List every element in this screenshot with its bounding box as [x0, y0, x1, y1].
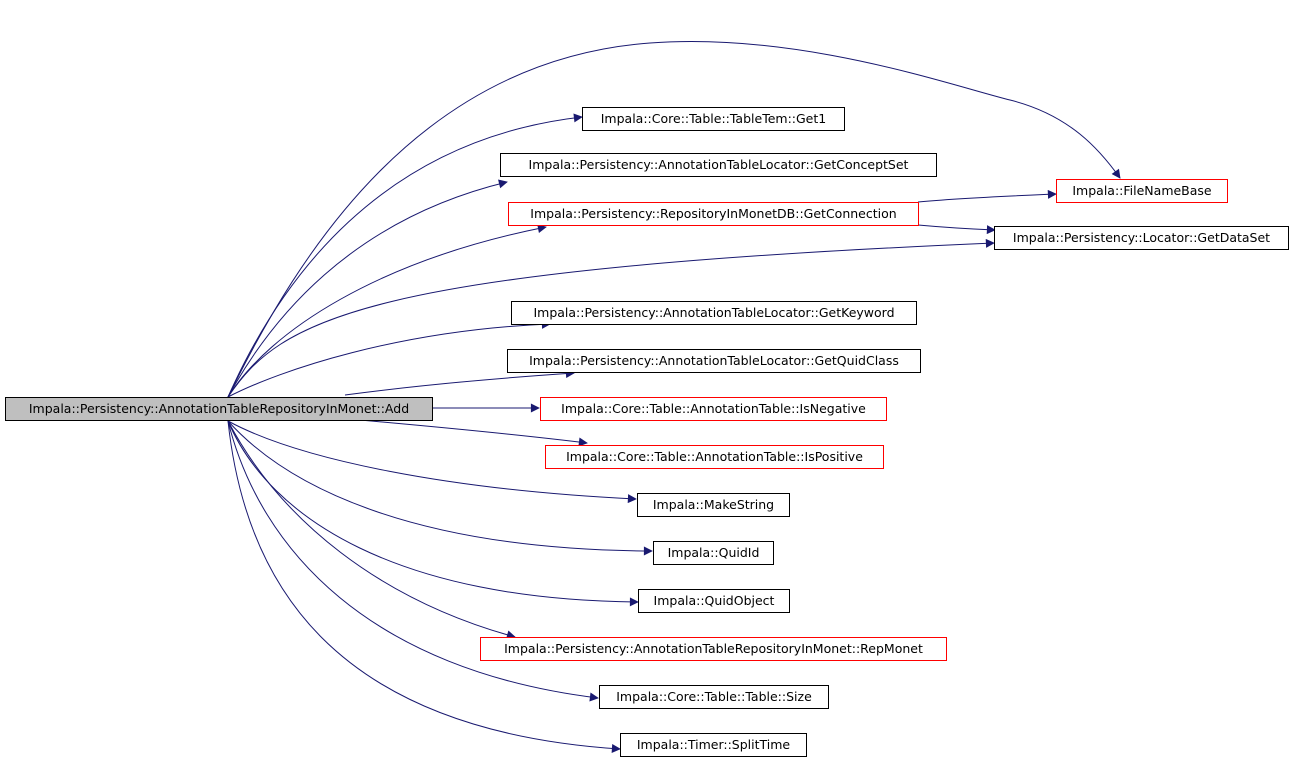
node-getdataset[interactable]: Impala::Persistency::Locator::GetDataSet [994, 226, 1289, 250]
edge-add-to-quidobject [227, 420, 639, 607]
edge-getconnection-to-getdataset [917, 224, 996, 235]
edge-getconnection-to-filenamebase [917, 189, 1057, 203]
node-quidobject[interactable]: Impala::QuidObject [638, 589, 790, 613]
edge-add-to-getdataset [227, 238, 995, 398]
edge-add-to-size [227, 420, 599, 702]
node-getconceptset[interactable]: Impala::Persistency::AnnotationTableLoca… [500, 153, 937, 177]
node-size[interactable]: Impala::Core::Table::Table::Size [599, 685, 829, 709]
edge-add-to-ispositive [359, 419, 588, 447]
node-filenamebase[interactable]: Impala::FileNameBase [1056, 179, 1228, 203]
edge-add-to-getconceptset [227, 179, 508, 398]
node-getkeyword[interactable]: Impala::Persistency::AnnotationTableLoca… [511, 301, 917, 325]
node-getquidclass[interactable]: Impala::Persistency::AnnotationTableLoca… [507, 349, 921, 373]
edge-add-to-get1 [227, 113, 583, 398]
edge-add-to-filenamebase [227, 41, 1121, 398]
node-makestring[interactable]: Impala::MakeString [637, 493, 790, 517]
node-quidid[interactable]: Impala::QuidId [653, 541, 774, 565]
node-ispositive[interactable]: Impala::Core::Table::AnnotationTable::Is… [545, 445, 884, 469]
node-isnegative[interactable]: Impala::Core::Table::AnnotationTable::Is… [540, 397, 887, 421]
edge-add-to-quidid [227, 420, 653, 556]
edge-add-to-makestring [227, 420, 637, 504]
node-splittime[interactable]: Impala::Timer::SplitTime [620, 733, 807, 757]
node-getconnection[interactable]: Impala::Persistency::RepositoryInMonetDB… [508, 202, 919, 226]
edge-add-to-splittime [227, 420, 621, 753]
edge-add-to-repmonet [227, 420, 516, 640]
node-add-root: Impala::Persistency::AnnotationTableRepo… [5, 397, 433, 421]
edge-add-to-getconnection [227, 224, 547, 398]
node-repmonet[interactable]: Impala::Persistency::AnnotationTableRepo… [480, 637, 947, 661]
edge-add-to-getquidclass [344, 369, 575, 396]
node-get1[interactable]: Impala::Core::Table::TableTem::Get1 [582, 107, 845, 131]
edge-add-to-getkeyword [227, 319, 551, 398]
